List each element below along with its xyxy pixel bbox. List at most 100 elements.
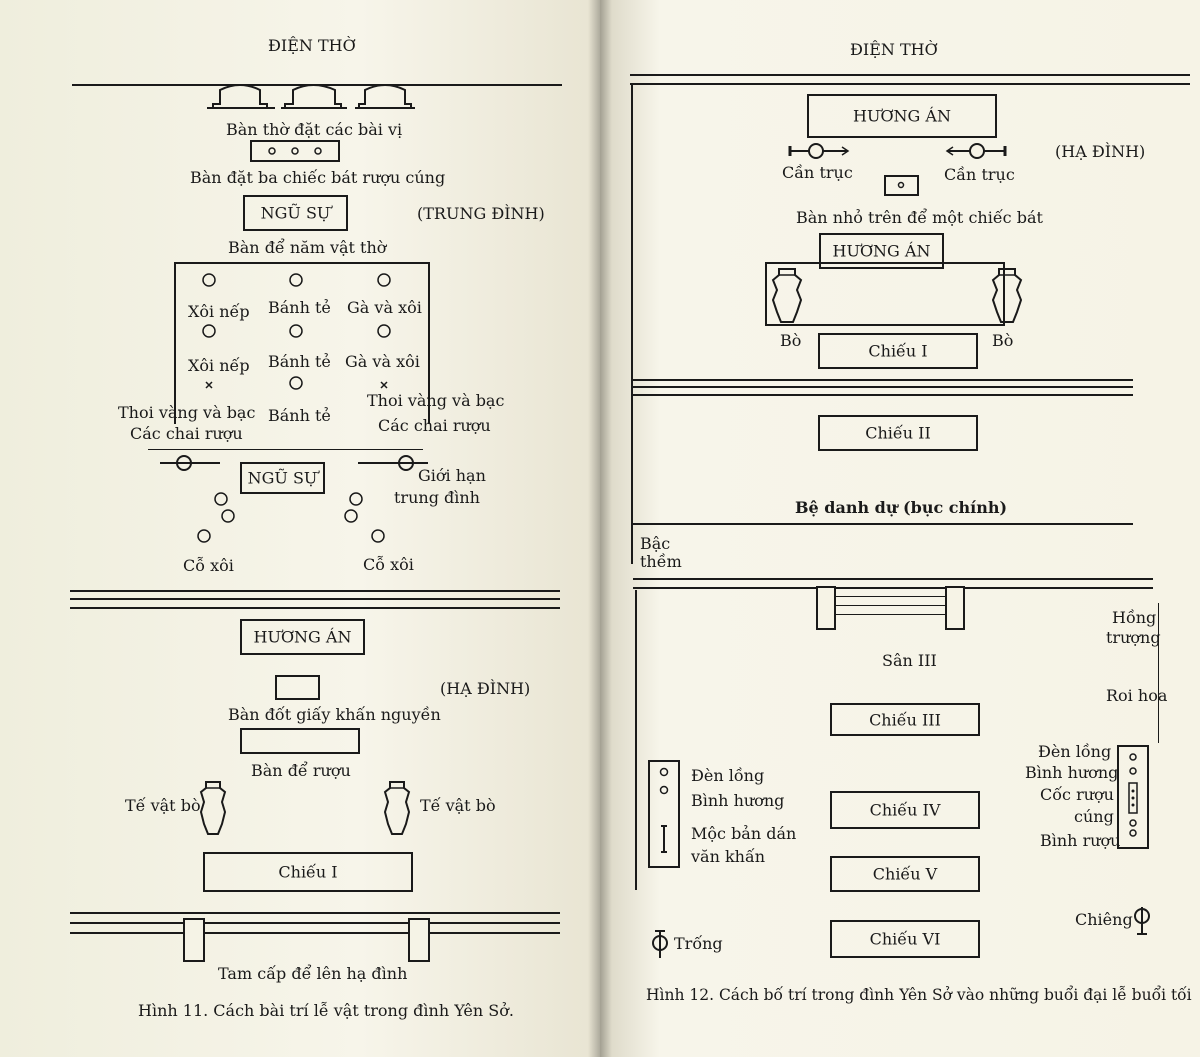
chieu-1-right-box: Chiếu I — [818, 333, 978, 369]
three-bowls-table — [250, 140, 340, 162]
ban-de-ruou-label: Bàn để rượu — [251, 761, 351, 780]
small-bowl-icon — [897, 181, 905, 189]
ngu-su-bottom-box: NGŨ SỰ — [240, 462, 325, 494]
barrier-top-line — [148, 449, 423, 450]
chieu-1-label: Chiếu I — [278, 862, 338, 882]
ox-left-icon — [199, 781, 227, 835]
san-3-label: Sân III — [882, 651, 937, 670]
offering-3: Gà và xôi — [347, 298, 422, 317]
chai-ruou-left: Các chai rượu — [130, 424, 243, 443]
co-xoi-left: Cỗ xôi — [183, 556, 234, 575]
nam-vat-label: Bàn để năm vật thờ — [228, 238, 387, 257]
offering-6: Gà và xôi — [345, 352, 420, 371]
chieu-3-box: Chiếu III — [830, 703, 980, 736]
ox-right-icon — [383, 781, 411, 835]
offering-4: Xôi nếp — [188, 356, 250, 375]
chieng-label: Chiêng — [1075, 910, 1133, 929]
chieu-4-label: Chiếu IV — [869, 800, 941, 820]
left-page: ĐIỆN THỜ Bàn thờ đặt các bài vị Bàn đặt … — [0, 0, 600, 1057]
right-object-rack — [1117, 745, 1149, 849]
yard-step-1 — [836, 596, 945, 597]
hong-truong-roi-hoa-bracket — [1158, 603, 1159, 743]
te-vat-bo-left: Tế vật bò — [125, 796, 201, 815]
moc-ban-1: Mộc bản dán — [691, 824, 797, 843]
right-caption: Hình 12. Cách bố trí trong đình Yên Sở v… — [646, 986, 1192, 1004]
hong-truong-1: Hồng — [1112, 608, 1157, 627]
left-title: ĐIỆN THỜ — [268, 36, 356, 55]
yard-step-post-right — [945, 586, 965, 630]
left-caption: Hình 11. Cách bài trí lễ vật trong đình … — [138, 1001, 514, 1020]
chieu-2-label: Chiếu II — [865, 423, 931, 443]
bac-them-1: Bậc — [640, 534, 671, 553]
den-long-left: Đèn lồng — [691, 766, 765, 785]
gioi-han-2: trung đình — [394, 488, 480, 507]
step-post-left — [183, 918, 205, 962]
bo-right-label: Bò — [992, 331, 1014, 350]
offering-1: Xôi nếp — [188, 302, 250, 321]
huong-an-label: HƯƠNG ÁN — [253, 627, 352, 647]
ban-nho-box — [884, 175, 919, 196]
chieu-5-box: Chiếu V — [830, 856, 980, 892]
ox-right-page-right-icon — [991, 268, 1023, 323]
chieu-2-box: Chiếu II — [818, 415, 978, 451]
den-long-right: Đèn lồng — [1038, 742, 1112, 761]
binh-huong-left: Bình hương — [691, 791, 785, 810]
steps-line-1 — [70, 912, 560, 914]
bo-left-label: Bò — [780, 331, 802, 350]
hong-truong-2: trượng — [1106, 628, 1161, 647]
ban-nho-label: Bàn nhỏ trên để một chiếc bát — [796, 208, 1043, 227]
coc-ruou-2: cúng — [1074, 807, 1114, 826]
book-gutter — [588, 0, 612, 1057]
ban-dot-giay-label: Bàn đốt giấy khấn nguyền — [228, 705, 441, 724]
yard-step-3 — [836, 614, 945, 615]
steps-line-2 — [70, 922, 560, 924]
ban-tho-label: Bàn thờ đặt các bài vị — [226, 120, 403, 139]
right-top-rule — [630, 74, 1190, 76]
ngu-su-top-label: NGŨ SỰ — [260, 203, 331, 223]
roi-hoa-label: Roi hoa — [1106, 686, 1168, 705]
chieu-4-box: Chiếu IV — [830, 791, 980, 829]
binh-huong-right: Bình hương — [1025, 763, 1119, 782]
barrier-posts-icon — [160, 455, 428, 471]
offering-7: Thoi vàng và bạc — [118, 403, 256, 422]
coc-ruou-1: Cốc rượu — [1040, 785, 1114, 804]
be-danh-du-label: Bệ danh dự (bục chính) — [795, 498, 1008, 517]
trong-label: Trống — [674, 934, 723, 953]
huong-an-box: HƯƠNG ÁN — [240, 619, 365, 655]
left-object-rack — [648, 760, 680, 868]
co-xoi-right: Cỗ xôi — [363, 555, 414, 574]
step-post-right — [408, 918, 430, 962]
offering-5: Bánh tẻ — [268, 352, 331, 371]
right-rack-objects-icon — [1128, 753, 1138, 837]
trung-dinh-label: (TRUNG ĐÌNH) — [417, 204, 545, 223]
moc-ban-2: văn khấn — [691, 847, 766, 866]
altar-tablets-icon — [207, 84, 415, 109]
chieu-3-label: Chiếu III — [869, 710, 941, 729]
bec-line-3 — [633, 394, 1133, 396]
can-truc-right-label: Cần trục — [944, 165, 1015, 184]
yard-step-post-left — [816, 586, 836, 630]
steps-line-3 — [70, 932, 560, 934]
bac-them-2: thềm — [640, 552, 682, 571]
yard-line-1 — [633, 578, 1153, 580]
offerings-table — [174, 262, 430, 424]
offering-9: Thoi vàng và bạc — [367, 391, 505, 410]
right-left-wall-lower — [635, 590, 637, 890]
ha-dinh-right: (HẠ ĐÌNH) — [1055, 142, 1146, 161]
right-left-wall — [631, 84, 633, 564]
co-xoi-bowls-icon — [197, 492, 385, 543]
can-truc-right-icon — [945, 143, 1007, 159]
right-top-rule-2 — [630, 83, 1190, 85]
bec-line-2 — [633, 386, 1133, 388]
yard-step-2 — [836, 605, 945, 606]
chieu-6-box: Chiếu VI — [830, 920, 980, 958]
huong-an-top-box: HƯƠNG ÁN — [807, 94, 997, 138]
offering-8: Bánh tẻ — [268, 406, 331, 425]
ha-dinh-label: (HẠ ĐÌNH) — [440, 679, 531, 698]
chieu-1-box: Chiếu I — [203, 852, 413, 892]
te-vat-bo-right: Tế vật bò — [420, 796, 496, 815]
offering-2: Bánh tẻ — [268, 298, 331, 317]
bo-platform-box — [765, 262, 1005, 326]
platform-line — [633, 523, 1133, 525]
chieu-5-label: Chiếu V — [872, 864, 938, 884]
